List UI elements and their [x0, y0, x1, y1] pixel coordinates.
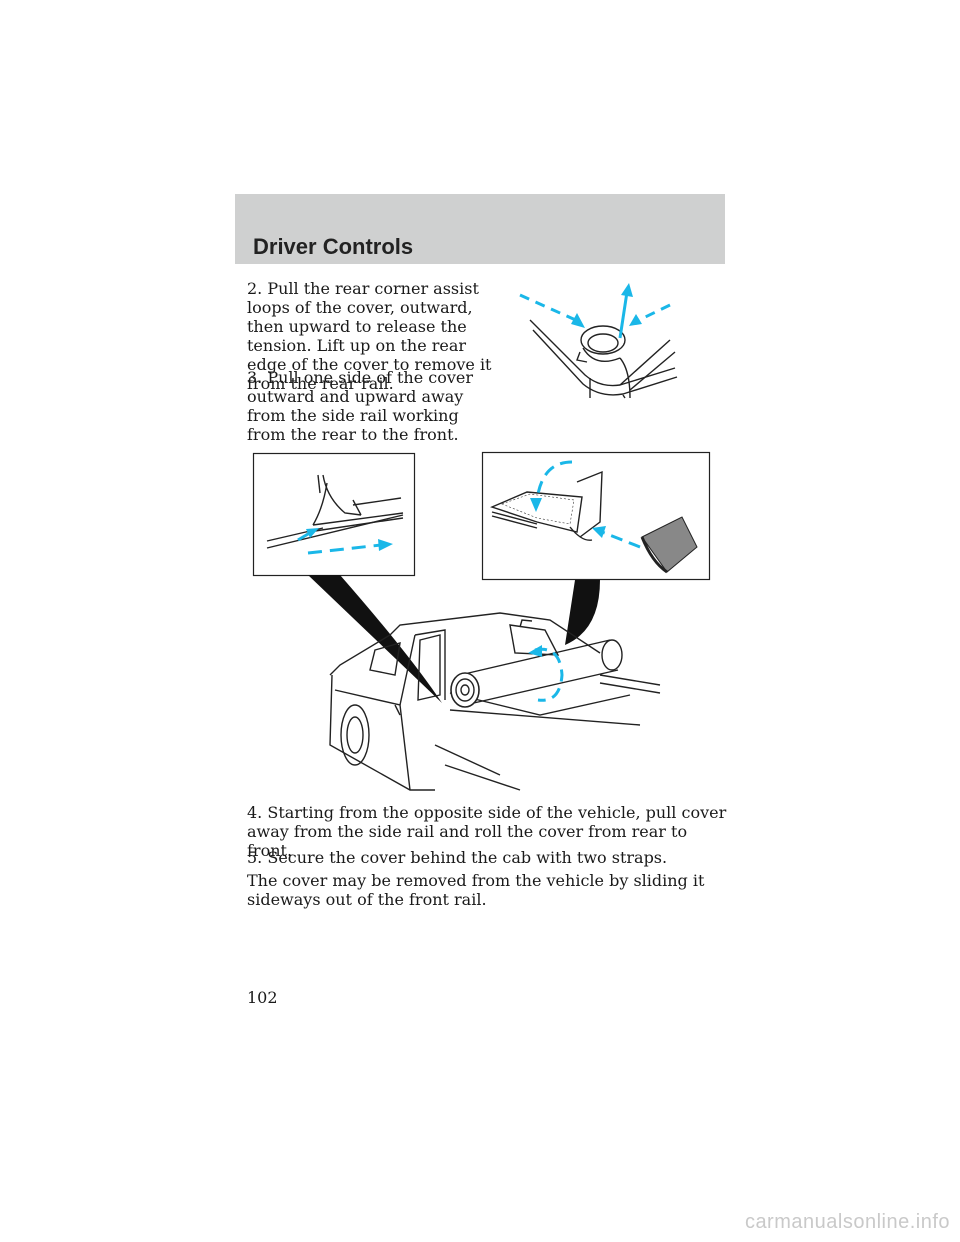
footer-watermark: carmanualsonline.info	[744, 1211, 950, 1233]
truck-body	[329, 612, 661, 791]
section-title: Driver Controls	[253, 234, 414, 259]
roll-arrow	[528, 645, 564, 702]
rolled-cover	[450, 639, 623, 708]
strap-mesh	[640, 516, 698, 574]
step-2-text: 2. Pull the rear corner assist loops of …	[247, 279, 492, 393]
strap-drawing	[490, 470, 603, 541]
callout-pointers	[308, 575, 600, 703]
side-rail-inset	[252, 452, 416, 577]
removal-note: The cover may be removed from the vehicl…	[247, 871, 705, 909]
rail-drawing	[266, 474, 404, 549]
loop-arrows	[519, 283, 671, 339]
assist-loop	[576, 325, 631, 399]
truck-illustration	[308, 575, 661, 791]
step-4-text: 4. Starting from the opposite side of th…	[247, 803, 727, 860]
strap-inset	[481, 451, 711, 581]
strap-arrows	[530, 460, 641, 549]
rail-lines	[529, 319, 678, 399]
page-number: 102	[247, 988, 278, 1007]
step-3-text: 3. Pull one side of the cover outward an…	[247, 368, 474, 444]
corner-loop-illustration	[519, 283, 678, 399]
section-header-band: Driver Controls	[235, 194, 725, 264]
rail-arrows	[297, 528, 393, 555]
step-5-text: 5. Secure the cover behind the cab with …	[247, 848, 668, 867]
